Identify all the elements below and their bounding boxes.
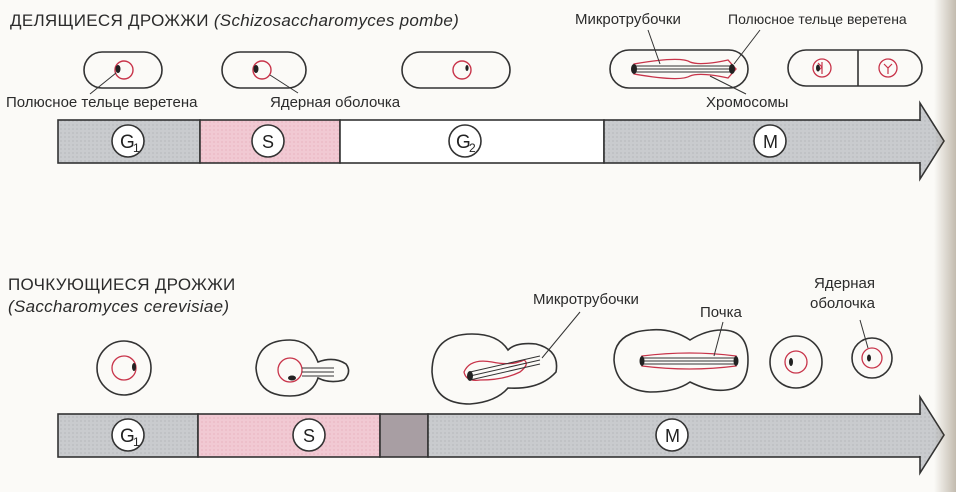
label-spb-fission-right: Полюсное тельце веретена — [728, 11, 907, 27]
svg-text:S: S — [303, 426, 315, 446]
svg-text:2: 2 — [469, 141, 476, 155]
label-microtubules-fission: Микротрубочки — [575, 11, 681, 28]
budding-title-species: (Saccharomyces cerevisiae) — [8, 297, 230, 316]
svg-text:G: G — [456, 132, 471, 153]
svg-text:1: 1 — [133, 435, 140, 449]
svg-text:M: M — [665, 426, 680, 446]
budding-cell-1 — [96, 340, 152, 396]
svg-text:1: 1 — [133, 141, 140, 155]
fission-cell-3 — [401, 51, 511, 89]
budding-cycle-bar — [57, 394, 945, 476]
fission-title: ДЕЛЯЩИЕСЯ ДРОЖЖИ (Schizosaccharomyces po… — [10, 12, 459, 29]
budding-title-main: ПОЧКУЮЩИЕСЯ ДРОЖЖИ — [8, 275, 236, 294]
svg-text:G: G — [120, 426, 135, 447]
fission-title-species: (Schizosaccharomyces pombe) — [213, 11, 460, 30]
fission-phase-m: M — [753, 124, 787, 158]
budding-cell-2 — [255, 339, 350, 397]
label-nuclear-envelope-budding-1: Ядерная — [814, 275, 876, 292]
fission-cell-1 — [83, 51, 163, 95]
label-bud: Почка — [700, 304, 742, 321]
fission-phase-g1: G 1 — [111, 124, 145, 158]
fission-phase-g2: G 2 — [448, 124, 482, 158]
budding-phase-m: M — [655, 418, 689, 452]
fission-cycle-bar — [57, 100, 945, 182]
fission-cell-5-dividing — [787, 49, 923, 87]
fission-title-main: ДЕЛЯЩИЕСЯ ДРОЖЖИ — [10, 11, 209, 30]
budding-cell-4-mitosis — [613, 321, 749, 393]
budding-cell-6 — [851, 319, 893, 379]
fission-cell-4-mitosis — [609, 29, 761, 95]
page-edge-shadow — [934, 0, 956, 492]
label-microtubules-budding: Микротрубочки — [533, 291, 639, 308]
budding-phase-g1: G 1 — [111, 418, 145, 452]
label-nuclear-envelope-budding-2: оболочка — [810, 295, 875, 312]
label-nuclear-envelope-fission: Ядерная оболочка — [270, 94, 401, 111]
label-spb-fission-left: Полюсное тельце веретена — [6, 94, 198, 111]
fission-phase-s: S — [251, 124, 285, 158]
fission-cell-2 — [221, 51, 307, 94]
budding-cell-5 — [769, 335, 823, 389]
svg-text:G: G — [120, 132, 135, 153]
budding-phase-s: S — [292, 418, 326, 452]
svg-text:M: M — [763, 132, 778, 152]
svg-text:S: S — [262, 132, 274, 152]
label-chromosomes: Хромосомы — [706, 94, 789, 111]
budding-cell-3 — [431, 311, 581, 405]
